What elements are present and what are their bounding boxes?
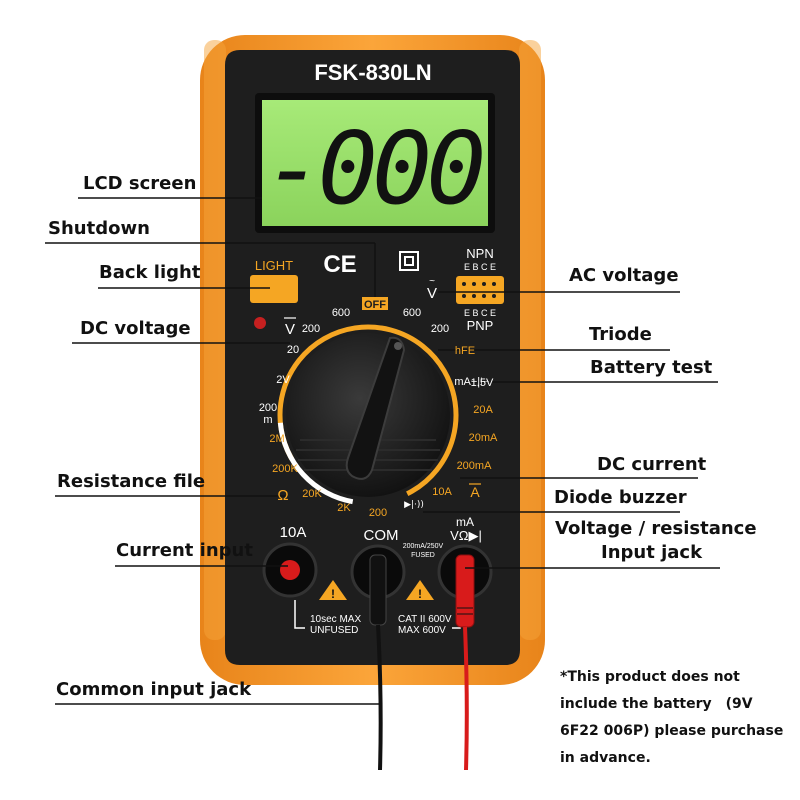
scale-200-left: 200	[302, 323, 320, 335]
scale-2v: 2V	[276, 374, 290, 386]
diode-buzzer-symbol: ▶|·))	[404, 500, 424, 510]
red-probe-lead	[463, 626, 469, 771]
callout-common-input-jack: Common input jack	[56, 679, 252, 700]
led-indicator	[254, 317, 266, 329]
right-warn-b: MAX 600V	[398, 625, 446, 636]
callout-dc-current: DC current	[597, 454, 707, 475]
callout-leaders	[45, 197, 720, 705]
scale-200: 200	[369, 507, 387, 519]
scale-hfe: hFE	[455, 345, 475, 357]
scale-20ma: 20mA	[469, 432, 498, 444]
light-button[interactable]	[250, 275, 298, 303]
callout-ac-voltage: AC voltage	[569, 265, 679, 286]
black-probe-lead	[376, 624, 383, 771]
callout-triode: Triode	[589, 324, 652, 345]
scale-20k: 20K	[302, 488, 322, 500]
ebce-bottom: E B C E	[464, 308, 496, 318]
warning-icon-left	[319, 580, 347, 600]
scale-10a: 10A	[432, 486, 452, 498]
scale-batt-b: 1.5V	[471, 377, 494, 389]
lcd-reading: -000	[264, 110, 483, 227]
ebce-top: E B C E	[464, 262, 496, 272]
dc-voltage-symbol: V	[285, 321, 295, 338]
callout-input-jack: Input jack	[601, 542, 703, 563]
jack-ma-label: mA	[456, 515, 474, 529]
left-warn-b: UNFUSED	[310, 625, 358, 636]
light-label: LIGHT	[255, 258, 293, 273]
callout-battery-test: Battery test	[590, 357, 713, 378]
right-warn-a: CAT II 600V	[398, 614, 452, 625]
callout-dc-voltage: DC voltage	[80, 318, 191, 339]
battery-note: *This product does not include the batte…	[560, 664, 796, 772]
ohm-symbol: Ω	[277, 487, 288, 504]
jack-10a-label: 10A	[280, 524, 307, 541]
jack-com-label: COM	[364, 527, 399, 544]
callout-shutdown: Shutdown	[48, 218, 150, 239]
scale-20: 20	[287, 344, 299, 356]
model-name: FSK-830LN	[314, 60, 431, 85]
callout-lcd-screen: LCD screen	[83, 173, 197, 194]
double-insulation-icon	[399, 251, 419, 271]
left-warn-a: 10sec MAX	[310, 614, 361, 625]
npn-label: NPN	[466, 246, 493, 261]
callout-current-input: Current input	[116, 540, 253, 561]
transistor-socket[interactable]	[456, 276, 504, 304]
off-label: OFF	[364, 299, 386, 311]
callout-voltage-resistance: Voltage / resistance	[555, 518, 757, 539]
scale-batt-a: mA−|⊢	[454, 376, 489, 388]
pnp-label: PNP	[467, 318, 494, 333]
scale-200m-a: 200	[259, 402, 277, 414]
note-line-1: *This product does not	[560, 669, 740, 685]
scale-2m: 2M	[269, 433, 284, 445]
ac-voltage-symbol: V	[427, 285, 437, 302]
svg-text:!: !	[418, 587, 422, 601]
scale-200-right: 200	[431, 323, 449, 335]
scale-200m-b: m	[263, 414, 272, 426]
note-line-2: include the battery (9V	[560, 696, 753, 712]
callout-diode-buzzer: Diode buzzer	[554, 487, 687, 508]
ce-mark: CE	[323, 251, 356, 278]
scale-600-right: 600	[403, 307, 421, 319]
callout-resistance-file: Resistance file	[57, 471, 206, 492]
scale-200ma: 200mA	[457, 460, 493, 472]
note-line-3: 6F22 006P) please purchase	[560, 723, 784, 739]
note-line-4: in advance.	[560, 750, 651, 766]
scale-2k: 2K	[337, 502, 351, 514]
scale-200k: 200K	[272, 463, 298, 475]
warning-icon-right	[406, 580, 434, 600]
fuse-rating: 200mA/250V	[403, 543, 444, 550]
scale-20a: 20A	[473, 404, 493, 416]
jack-labels: 10A COM mA VΩ▶| 200mA/250V FUSED 10sec M…	[280, 515, 482, 636]
dial-scale-orange: hFE 20A 20mA 200mA 10A A 2M 200K 20K 2K …	[269, 345, 498, 519]
jack-vohm-label: VΩ▶|	[450, 528, 482, 543]
callout-back-light: Back light	[99, 262, 201, 283]
dial-scale: 600 200 20 2V 200 m 600 200 mA−|⊢	[259, 307, 490, 426]
lcd-screen	[262, 100, 488, 226]
knob-pointer[interactable]	[345, 336, 406, 480]
scale-a-dc: A	[470, 484, 480, 500]
scale-600-left: 600	[332, 307, 350, 319]
fuse-label: FUSED	[411, 552, 435, 559]
svg-text:~: ~	[429, 276, 435, 287]
svg-text:!: !	[331, 587, 335, 601]
